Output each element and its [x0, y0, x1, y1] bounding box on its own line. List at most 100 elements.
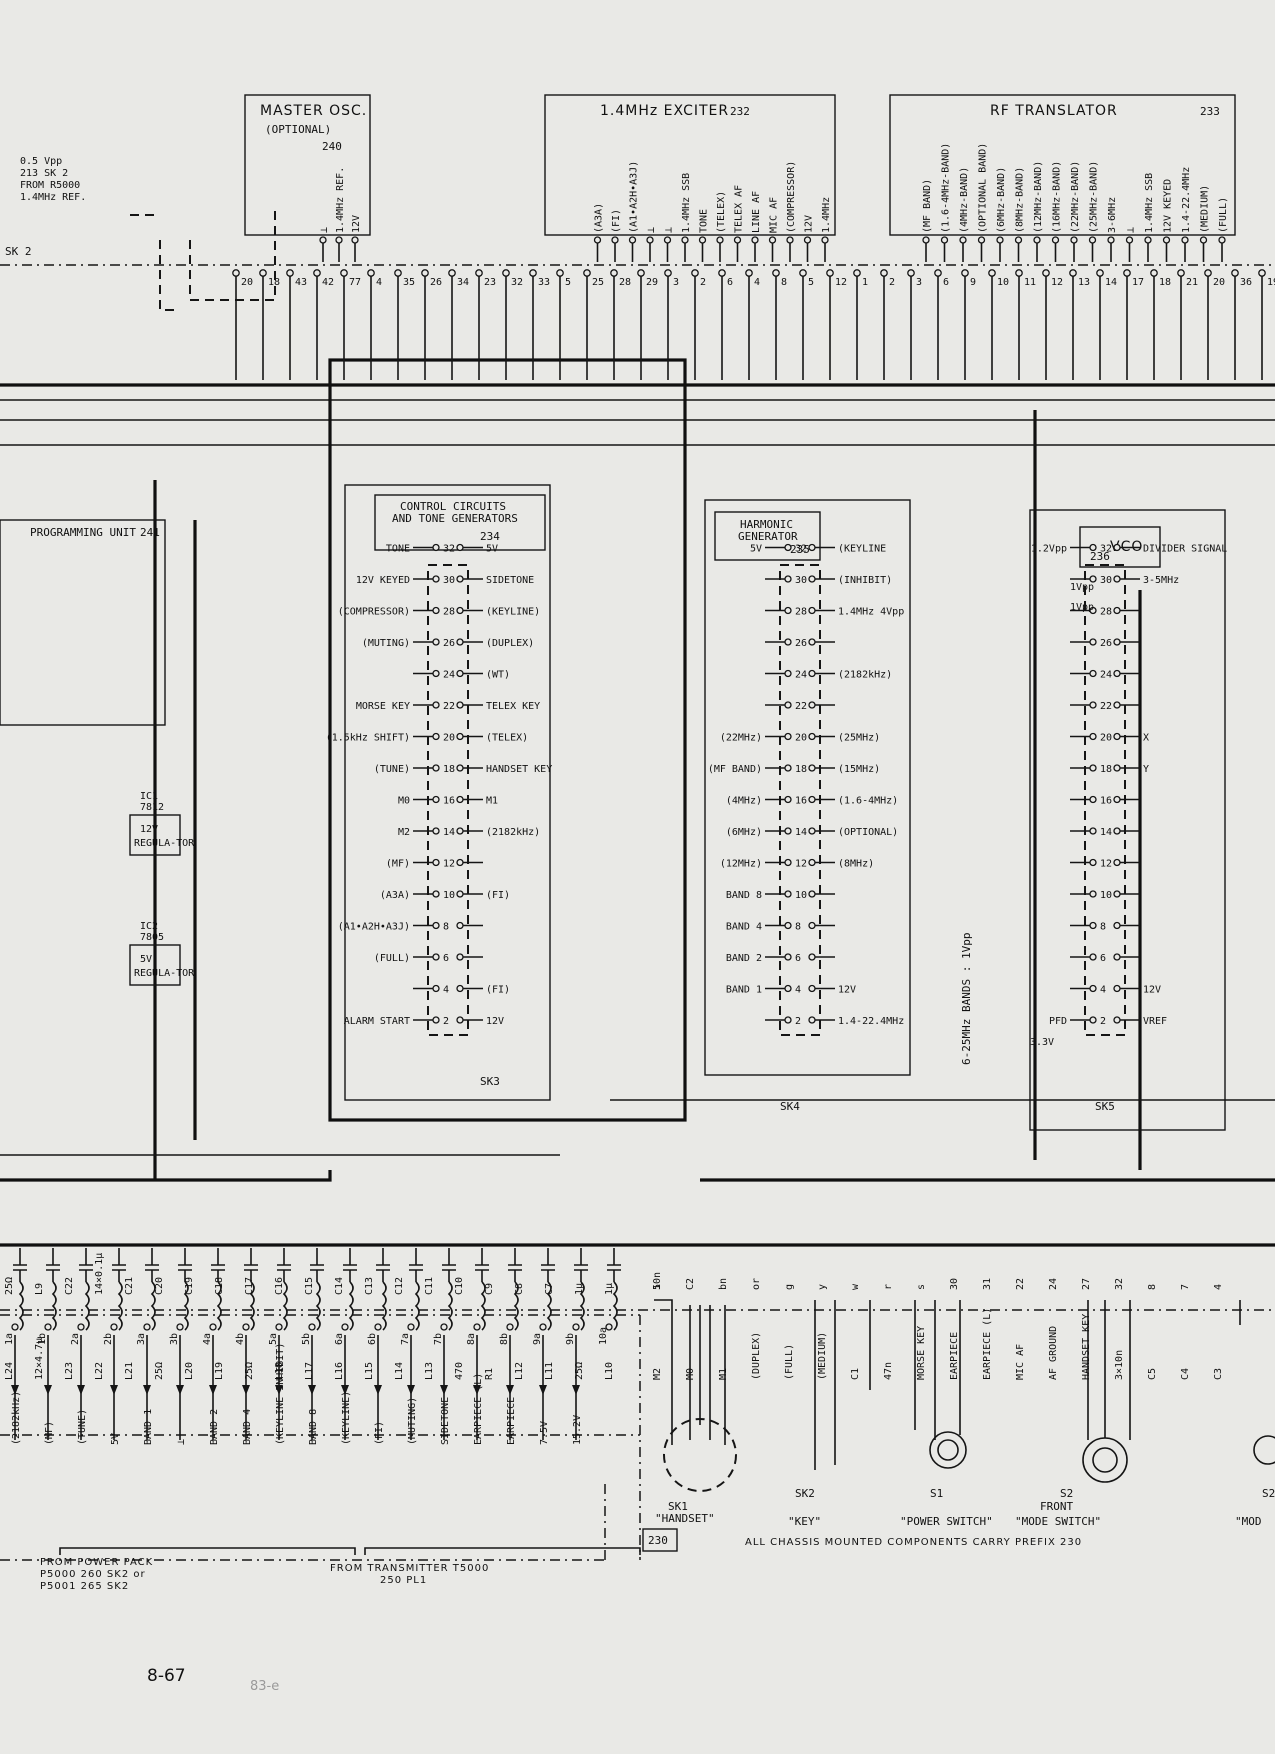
exciter-outline: 1.4MHz EXCITER 232 — [544, 94, 836, 236]
vco-pin-a-4 — [1089, 984, 1097, 993]
pin-tag-dot-6 — [209, 1323, 217, 1331]
pin-tag-dot-1 — [44, 1323, 52, 1331]
vco-pin-c-26 — [1113, 638, 1121, 646]
bottom-pin-number-24: 28 — [619, 277, 631, 288]
master-osc-outline: MASTER OSC. (OPTIONAL) 240 — [244, 94, 371, 236]
harmonic-pin-c-8 — [808, 921, 816, 930]
bottom-pin-number-12: 6 — [943, 277, 949, 288]
pin-tag-2: 2a — [70, 1333, 81, 1345]
control-pin-inner-14: (2182kHz) — [486, 827, 540, 838]
bottom-pin-number-19: 4 — [754, 277, 760, 288]
vco-pin-inner-32: DIVIDER SIGNAL — [1143, 544, 1227, 555]
pin-tag-3: 2b — [103, 1333, 114, 1345]
harmonic-title-box — [714, 511, 821, 561]
ref-in-3: 213 SK 2 — [20, 168, 68, 179]
control-pin-number-24: 24 — [443, 670, 455, 681]
bottom-pin-dot-18 — [772, 269, 780, 277]
switch-label-17: C3 — [1213, 1368, 1224, 1380]
switch-label-15: C5 — [1147, 1368, 1158, 1380]
switch-label-13: HANDSET KEY — [1081, 1314, 1092, 1380]
control-pin-c-18 — [456, 764, 464, 772]
bottom-pin-dot-37 — [259, 269, 267, 277]
switch-label-34: 7 — [1180, 1284, 1191, 1290]
control-pin-a-10 — [432, 890, 440, 898]
vco-pin-a-32 — [1089, 543, 1097, 552]
control-pin-a-12 — [432, 858, 440, 867]
harmonic-pin-number-22: 22 — [795, 701, 807, 712]
filter-label-25: C21 — [124, 1277, 135, 1295]
switch-label-3: (DUPLEX) — [751, 1332, 762, 1380]
control-pin-c-10 — [456, 890, 464, 898]
harmonic-pin-inner-2: 1.4-22.4MHz — [838, 1016, 904, 1027]
exciter-id: 232 — [730, 105, 750, 118]
exciter-pin-label-5: TELEX AF — [734, 185, 745, 233]
filter-label-36: C10 — [454, 1277, 465, 1295]
switch-label-33: 8 — [1147, 1284, 1158, 1290]
filter-label-0: L24 — [4, 1362, 15, 1380]
filter-label-29: C17 — [244, 1277, 255, 1295]
bottom-pin-number-30: 34 — [457, 277, 469, 288]
bottom-pin-number-7: 13 — [1078, 277, 1090, 288]
rf-pin-label-15: (1.6-4MHz-BAND) — [941, 143, 952, 233]
filter-coil-14 — [480, 1281, 486, 1331]
connector-signal-1: (MF) — [44, 1421, 55, 1445]
control-pin-a-14 — [432, 827, 440, 835]
master-osc-id: 240 — [322, 140, 342, 153]
harmonic-module-outline — [704, 499, 911, 1076]
bottom-pin-dot-7 — [1069, 269, 1077, 277]
control-pin-inner-20: (TELEX) — [486, 733, 528, 744]
rf-pin-16 — [922, 236, 930, 244]
pin-tag-7: 4b — [235, 1333, 246, 1345]
filter-coil-18 — [612, 1281, 618, 1331]
vco-pin-number-4: 4 — [1100, 985, 1106, 996]
filter-cap-3 — [112, 1248, 126, 1282]
control-pin-outer-14: M2 — [398, 827, 410, 838]
connector-arrow-5 — [176, 1385, 184, 1395]
filter-coil-8 — [282, 1281, 288, 1331]
ref-in-1: 1.4MHz REF. — [20, 192, 86, 203]
switch-label-20: bn — [718, 1278, 729, 1290]
pin-tag-dot-12 — [407, 1323, 415, 1331]
harmonic-pin-c-14 — [808, 827, 816, 835]
harmonic-pin-a-16 — [784, 795, 792, 804]
socket-sk4: SK4 — [780, 1100, 800, 1113]
control-title-1: CONTROL CIRCUITS — [400, 500, 506, 513]
control-pin-outer-30: 12V KEYED — [356, 575, 410, 586]
switch-label-28: 31 — [982, 1278, 993, 1290]
filter-label-21: 25Ω — [4, 1277, 15, 1295]
switch-label-27: 30 — [949, 1278, 960, 1290]
switch-label-26: s — [916, 1284, 927, 1290]
control-pin-number-18: 18 — [443, 764, 455, 775]
harmonic-id: 235 — [790, 543, 810, 556]
rf-pin-13 — [977, 236, 986, 244]
power-switch-wires — [914, 1300, 961, 1440]
vco-pin-inner-30: 3-5MHz — [1143, 575, 1179, 586]
filter-label-37: C9 — [484, 1283, 495, 1295]
switch-mode-front-title: "MODE SWITCH" — [1015, 1515, 1101, 1528]
master-pin-label-2: ⊥ — [319, 227, 330, 233]
bottom-pin-number-10: 10 — [997, 277, 1009, 288]
ref-in-2: FROM R5000 — [20, 180, 80, 191]
exciter-pin-label-13: (A3A) — [594, 203, 605, 233]
exciter-pin-13 — [593, 236, 602, 244]
socket-sk5: SK5 — [1095, 1100, 1115, 1113]
harmonic-pin-a-18 — [784, 764, 792, 772]
connector-signal-2: (TUNE) — [77, 1409, 88, 1445]
connector-arrow-13 — [440, 1385, 448, 1395]
connector-signal-3: 5V — [110, 1433, 121, 1445]
rf-pin-8 — [1070, 236, 1078, 244]
switch-key-ref: SK2 — [795, 1487, 815, 1500]
harmonic-module-frame — [704, 499, 911, 1076]
harmonic-pin-a-30 — [784, 575, 792, 583]
control-pin-inner-24: (WT) — [486, 670, 510, 681]
connector-arrow-2 — [77, 1385, 85, 1395]
vco-pin-inner-20: X — [1143, 733, 1149, 744]
bottom-pin-number-31: 26 — [430, 277, 442, 288]
control-pin-a-24 — [432, 669, 440, 678]
bottom-pin-number-37: 18 — [268, 277, 280, 288]
connector-arrow-9 — [308, 1385, 316, 1395]
rf-pin-1 — [1199, 236, 1208, 244]
harmonic-pin-number-24: 24 — [795, 670, 807, 681]
switch-label-12: AF GROUND — [1048, 1326, 1059, 1380]
exciter-pin-11 — [628, 236, 637, 244]
